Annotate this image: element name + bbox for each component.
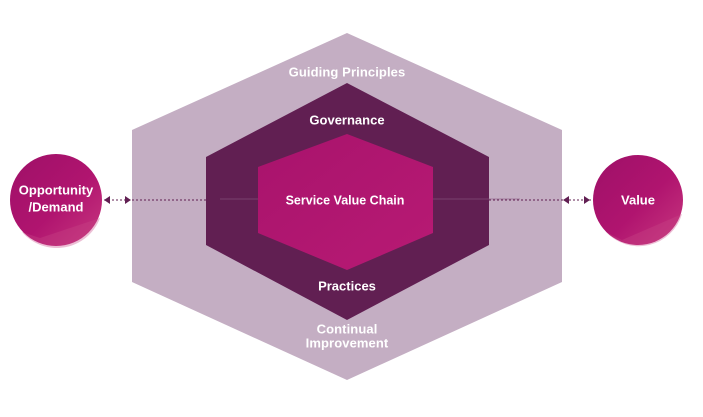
opportunity-demand-circle <box>10 154 102 246</box>
governance-label: Governance <box>309 112 384 127</box>
arrow-right-inner-icon <box>563 196 569 204</box>
practices-label: Practices <box>318 278 376 293</box>
opportunity-label: Opportunity <box>19 182 94 197</box>
guiding-principles-label: Guiding Principles <box>289 64 406 79</box>
arrow-left-inner-icon <box>125 196 131 204</box>
value-circle-shade <box>606 214 682 247</box>
demand-label: /Demand <box>29 199 84 214</box>
service-value-chain-label: Service Value Chain <box>286 193 405 207</box>
opportunity-demand-circle-shade <box>22 218 100 249</box>
value-circle <box>593 155 683 245</box>
improvement-label: Improvement <box>306 335 389 350</box>
continual-label: Continual <box>317 321 378 336</box>
arrow-right-outer-icon <box>584 196 590 204</box>
arrow-left-outer-icon <box>104 196 110 204</box>
core-hexagon-service-value-chain <box>258 134 433 270</box>
value-label: Value <box>621 192 655 207</box>
